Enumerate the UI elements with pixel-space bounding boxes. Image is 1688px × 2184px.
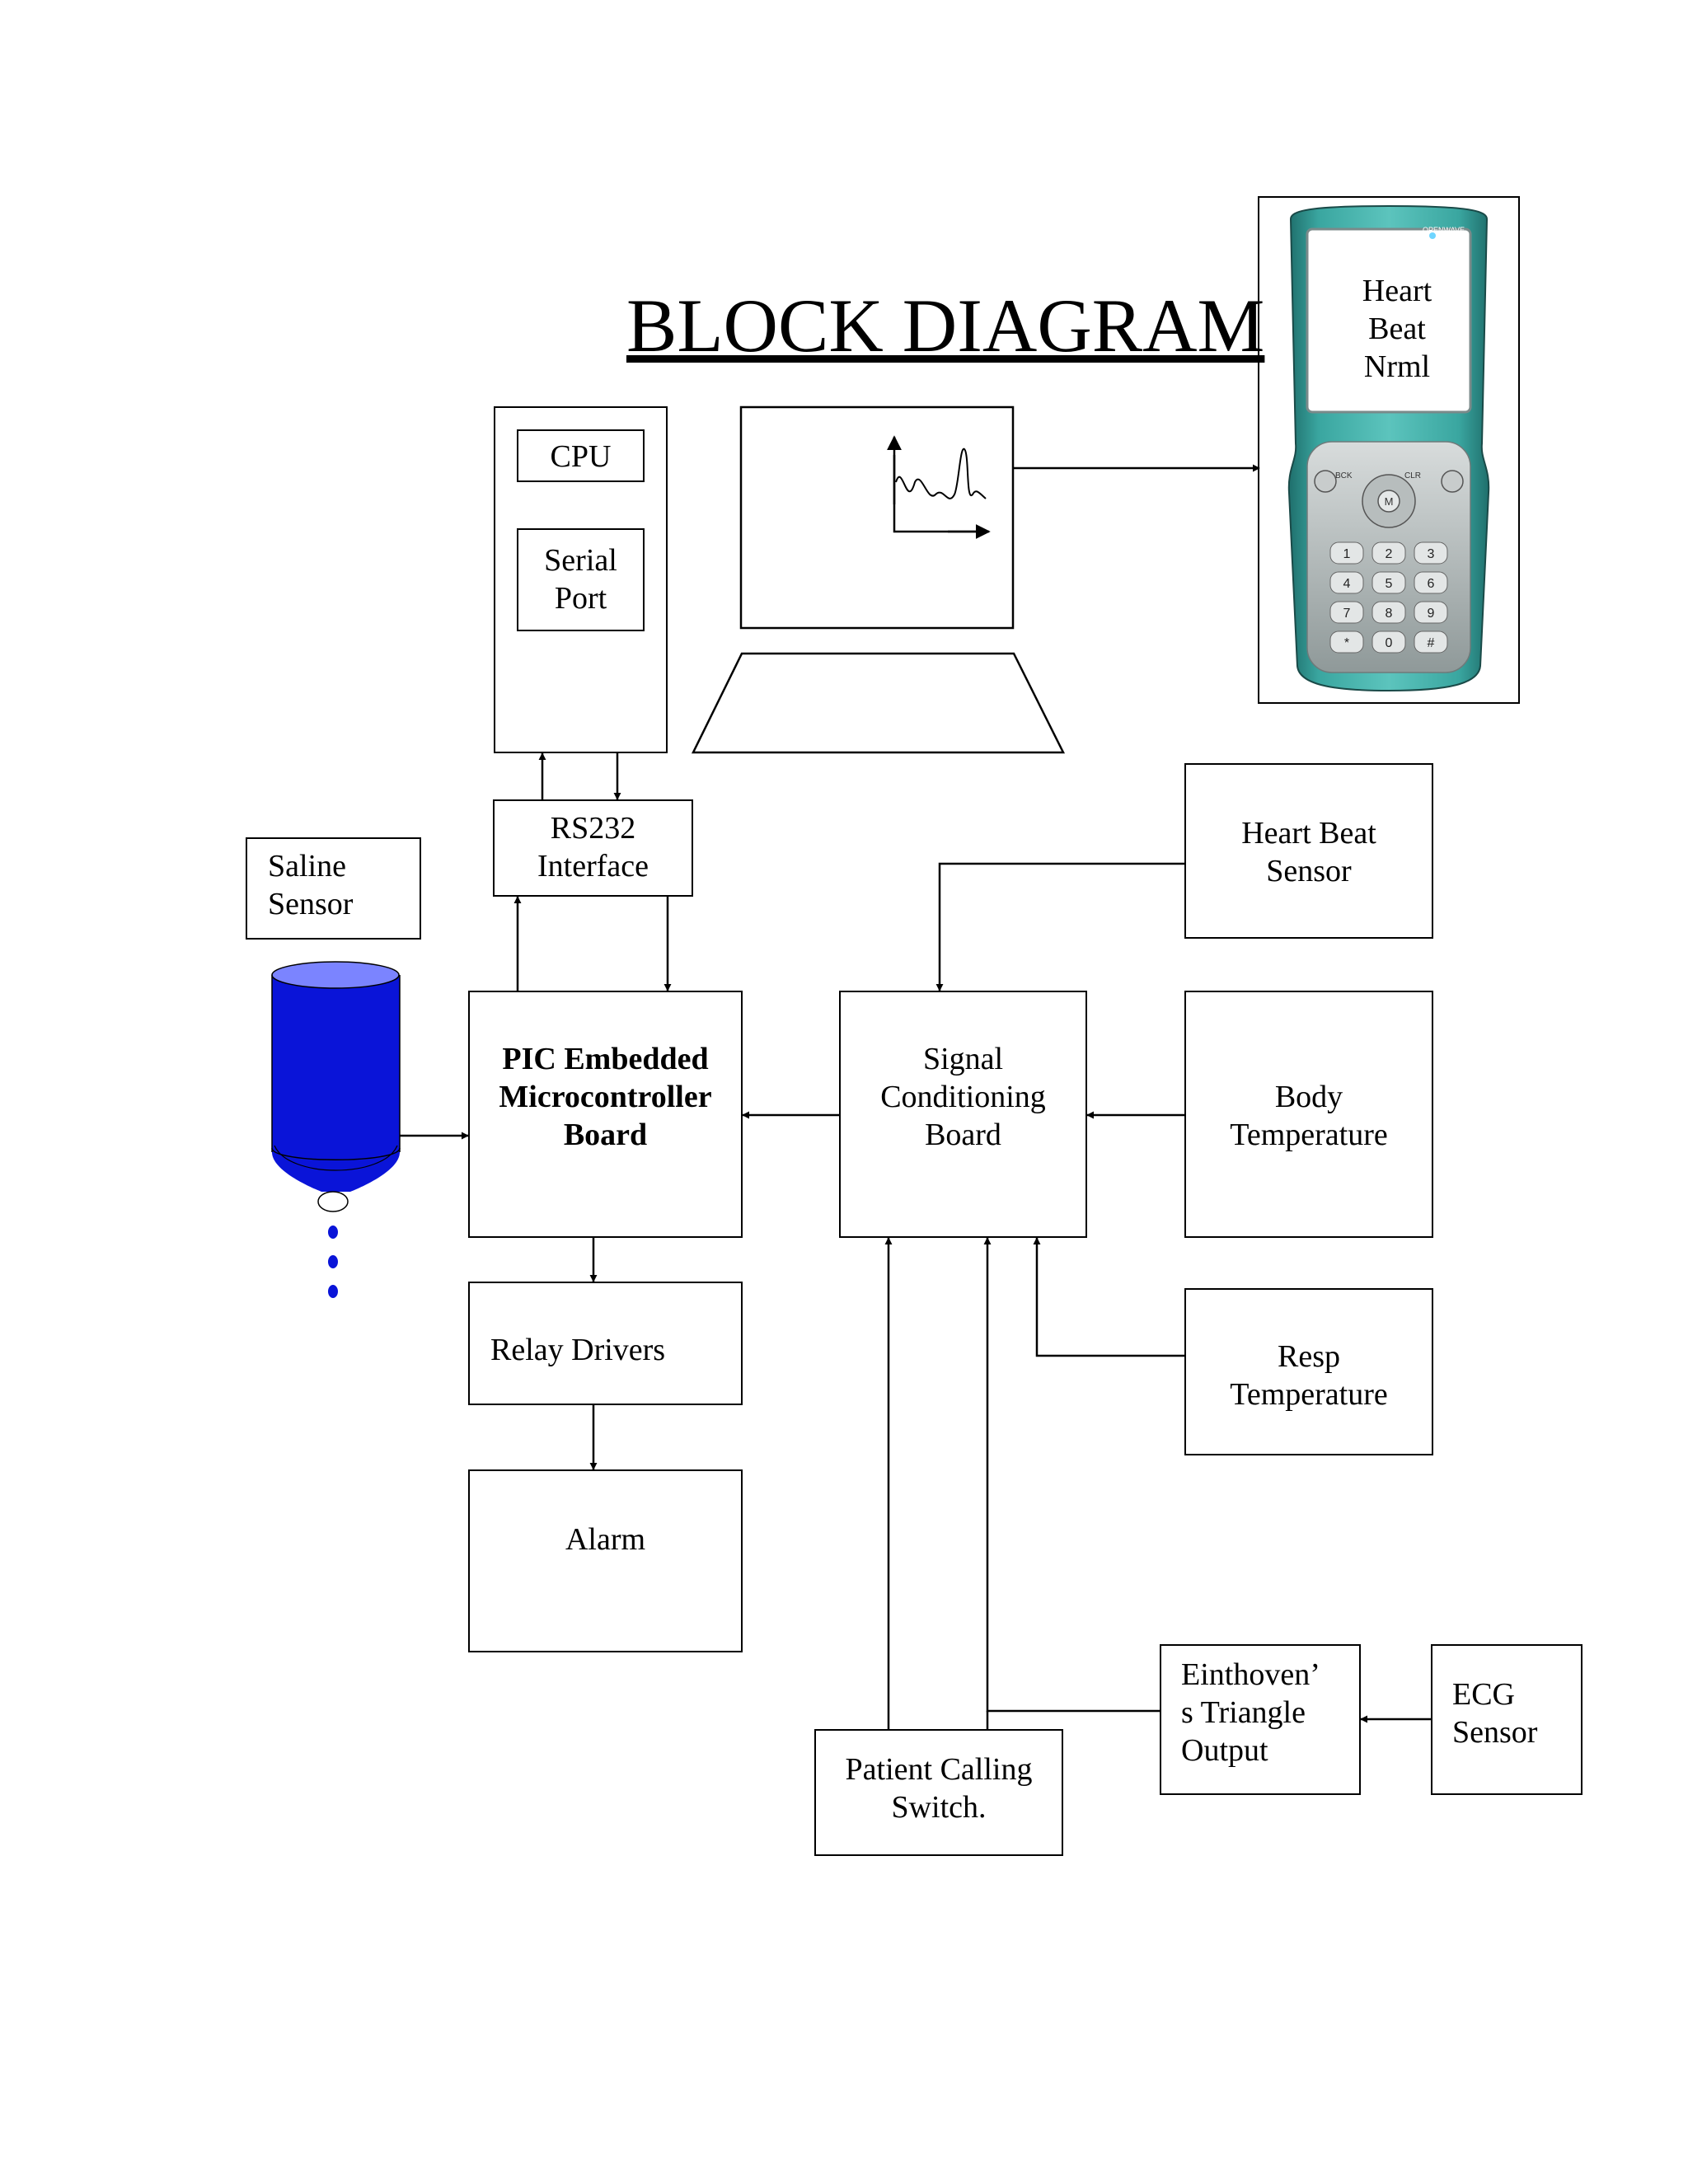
key-8: 8 — [1386, 607, 1393, 621]
key-1: 1 — [1343, 547, 1351, 561]
key-4: 4 — [1343, 577, 1351, 591]
phone-softkey-bck: BCK — [1335, 471, 1353, 480]
serial-port-block: Serial Port — [517, 528, 645, 631]
patient-calling-switch-block: Patient Calling Switch. — [814, 1729, 1063, 1856]
key-star: * — [1344, 636, 1349, 650]
resp-temperature-block: Resp Temperature — [1184, 1288, 1433, 1455]
alarm-block: Alarm — [468, 1469, 743, 1652]
ecg-waveform-icon — [895, 448, 987, 499]
nav-center-key: M — [1385, 495, 1394, 508]
einthoven-triangle-block: Einthoven’ s Triangle Output — [1160, 1644, 1361, 1795]
rs232-interface-block: RS232 Interface — [493, 799, 693, 897]
key-6: 6 — [1428, 577, 1435, 591]
heart-beat-label-1: Heart Beat — [1241, 816, 1376, 851]
patient-switch-label-2: Switch. — [891, 1790, 987, 1825]
saline-sensor-block: Saline Sensor — [246, 837, 421, 940]
patient-switch-label-1: Patient Calling — [845, 1752, 1033, 1787]
key-0: 0 — [1386, 636, 1393, 650]
resp-temp-label-1: Resp — [1278, 1339, 1340, 1374]
phone-screen-text-2: Beat — [1368, 312, 1426, 346]
signal-label-1: Signal — [922, 1042, 1004, 1076]
body-temp-label-2: Temperature — [1230, 1118, 1388, 1152]
einthoven-label-2: s Triangle — [1181, 1695, 1306, 1730]
cpu-cabinet — [494, 406, 668, 753]
serial-port-label-2: Port — [554, 581, 607, 616]
phone-brand: OPENWAVE — [1423, 226, 1465, 234]
body-temp-label-1: Body — [1274, 1080, 1343, 1114]
monitor-screen — [739, 405, 1015, 630]
heart-beat-sensor-block: Heart Beat Sensor — [1184, 763, 1433, 939]
serial-port-label-1: Serial — [544, 543, 617, 578]
relay-drivers-label: Relay Drivers — [490, 1333, 666, 1367]
left-softkey-icon — [1314, 470, 1337, 493]
signal-label-2: Conditioning — [880, 1080, 1046, 1114]
ecg-sensor-block: ECG Sensor — [1431, 1644, 1582, 1795]
mobile-phone-frame — [1258, 196, 1520, 704]
rs232-label-1: RS232 — [550, 811, 636, 846]
phone-softkey-clr: CLR — [1404, 471, 1421, 480]
body-temperature-block: Body Temperature — [1184, 991, 1433, 1238]
key-hash: # — [1428, 636, 1435, 650]
ecg-label-2: Sensor — [1452, 1715, 1538, 1750]
resp-temp-label-2: Temperature — [1230, 1377, 1388, 1412]
saline-sensor-label-2: Sensor — [268, 887, 354, 921]
pic-label-2: Microcontroller — [499, 1080, 712, 1114]
key-9: 9 — [1428, 607, 1435, 621]
phone-screen-text-1: Heart — [1362, 274, 1432, 308]
diagram-title: BLOCK DIAGRAM — [626, 284, 1265, 368]
phone-screen-text-3: Nrml — [1363, 349, 1431, 384]
einthoven-label-1: Einthoven’ — [1181, 1657, 1320, 1692]
pic-label-3: Board — [563, 1118, 648, 1152]
alarm-label: Alarm — [565, 1522, 646, 1557]
mobile-phone-icon: OPENWAVE BCK CLR M 1 2 3 4 5 6 7 8 9 * 0… — [1287, 204, 1490, 692]
saline-bottle-icon — [271, 961, 401, 1298]
keyboard-base — [691, 652, 1066, 754]
heart-beat-label-2: Sensor — [1266, 854, 1352, 888]
cpu-block: CPU — [517, 429, 645, 482]
pic-microcontroller-block: PIC Embedded Microcontroller Board — [468, 991, 743, 1238]
key-2: 2 — [1386, 547, 1393, 561]
ecg-label-1: ECG — [1452, 1677, 1515, 1712]
einthoven-to-signal-arrow — [983, 1237, 1160, 1713]
pic-label-1: PIC Embedded — [502, 1042, 709, 1076]
right-softkey-icon — [1441, 470, 1464, 493]
key-7: 7 — [1343, 607, 1351, 621]
resptemp-to-signal-arrow — [1033, 1237, 1184, 1357]
key-5: 5 — [1386, 577, 1393, 591]
rs232-label-2: Interface — [537, 849, 649, 883]
relay-drivers-block: Relay Drivers — [468, 1282, 743, 1405]
signal-conditioning-block: Signal Conditioning Board — [839, 991, 1087, 1238]
heartbeat-to-signal-arrow — [935, 862, 1184, 991]
einthoven-label-3: Output — [1181, 1733, 1268, 1768]
key-3: 3 — [1428, 547, 1435, 561]
saline-sensor-label-1: Saline — [268, 849, 346, 883]
cpu-label: CPU — [550, 439, 612, 474]
signal-label-3: Board — [925, 1118, 1001, 1152]
